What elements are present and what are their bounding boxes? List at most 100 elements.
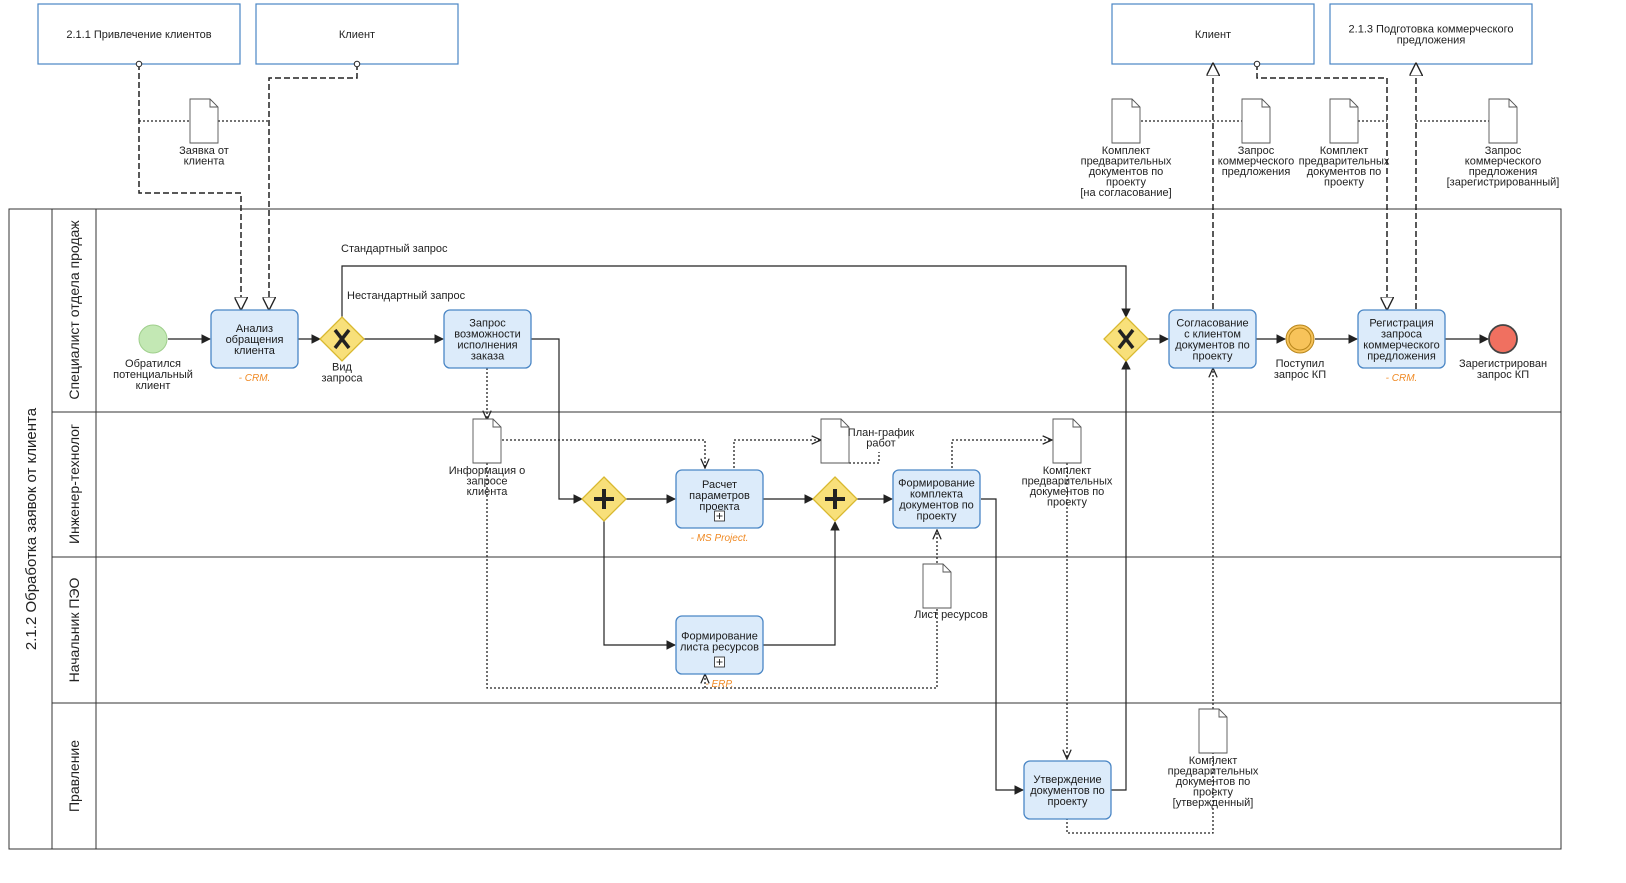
sequence-flow xyxy=(531,338,583,504)
pool: 2.1.2 Обработка заявок от клиента Специа… xyxy=(8,208,1562,850)
subprocess-marker-icon xyxy=(714,510,725,522)
data-object-label: Лист ресурсов xyxy=(914,609,988,621)
data-object-icon: Лист ресурсов xyxy=(914,563,988,621)
lane-label: Инженер-технолог xyxy=(66,424,82,544)
data-association xyxy=(1066,752,1214,834)
data-association xyxy=(486,463,937,689)
sequence-flow xyxy=(603,521,676,650)
data-association xyxy=(849,452,880,464)
lane-label: Начальник ПЭО xyxy=(66,578,82,683)
subprocess-marker-icon xyxy=(714,656,725,668)
external-process-label: 2.1.1 Привлечение клиентов xyxy=(66,29,211,41)
sequence-flow xyxy=(763,521,840,646)
sequence-flow xyxy=(341,265,1131,318)
task-box xyxy=(210,309,299,369)
tool-label: - ERP. xyxy=(705,679,733,690)
tool-label: - CRM. xyxy=(1386,373,1418,384)
lane-label: Правление xyxy=(66,740,82,812)
task-box xyxy=(675,615,764,675)
external-process-label: Клиент xyxy=(1195,29,1231,41)
external-process-box: Клиент xyxy=(1111,3,1315,65)
data-association xyxy=(733,440,821,468)
task-box xyxy=(892,469,981,529)
exclusive-gateway xyxy=(1103,316,1149,362)
task-box xyxy=(1023,760,1112,820)
tool-label: - MS Project. xyxy=(691,533,749,544)
external-process-box: Клиент xyxy=(255,3,459,65)
tool-label: - CRM. xyxy=(239,373,271,384)
message-flow xyxy=(269,64,357,309)
plus-icon xyxy=(825,489,845,509)
external-process-box: 2.1.1 Привлечение клиентов xyxy=(37,3,241,65)
x-icon xyxy=(333,328,351,350)
flow-label-nonstandard: Нестандартный запрос xyxy=(347,290,466,302)
pool-title: 2.1.2 Обработка заявок от клиента xyxy=(23,407,40,650)
x-icon xyxy=(1117,328,1135,350)
lane-label: Специалист отдела продаж xyxy=(66,220,82,400)
sequence-flows xyxy=(168,265,1489,795)
data-associations xyxy=(486,368,1214,834)
data-association xyxy=(502,439,705,468)
parallel-gateway xyxy=(581,476,627,522)
flow-label-standard: Стандартный запрос xyxy=(341,243,448,255)
plus-icon xyxy=(594,489,614,509)
task-box xyxy=(675,469,764,529)
task-box xyxy=(1357,309,1446,369)
task-box xyxy=(443,309,532,369)
sequence-flow xyxy=(1111,360,1131,791)
task-box xyxy=(1168,309,1257,369)
external-process-label: Клиент xyxy=(339,29,375,41)
parallel-gateway xyxy=(812,476,858,522)
message-flows xyxy=(139,64,1416,309)
message-flow xyxy=(139,64,241,309)
